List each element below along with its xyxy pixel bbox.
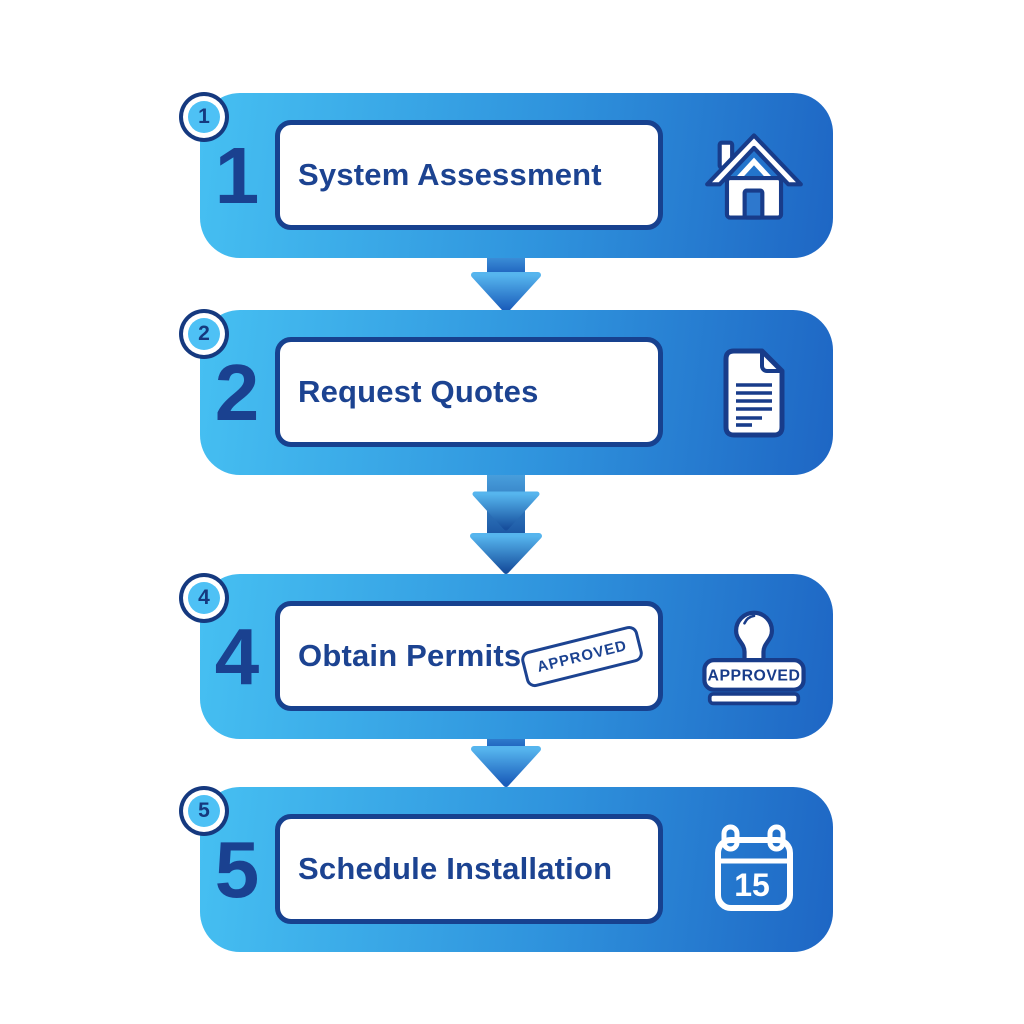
- step-label: Request Quotes: [298, 374, 539, 409]
- step-number: 5: [214, 824, 260, 914]
- step-number: 1: [214, 130, 260, 220]
- step-label-box: Schedule Installation: [275, 814, 663, 924]
- calendar-icon: 15: [694, 805, 814, 935]
- step-badge-number: 4: [198, 586, 210, 609]
- process-step-card-2: 2 2 Request Quotes: [188, 310, 833, 475]
- stamp-icon-label: APPROVED: [708, 667, 801, 684]
- step-badge-number: 5: [198, 799, 210, 822]
- step-badge: 5: [188, 795, 220, 827]
- step-label: System Assessment: [298, 157, 602, 192]
- step-badge: 2: [188, 318, 220, 350]
- approval-stamp-icon: APPROVED: [694, 592, 814, 722]
- step-badge: 4: [188, 582, 220, 614]
- process-step-card-4: 5 5 Schedule Installation 15: [188, 787, 833, 952]
- process-step-card-3: 4 4 Obtain Permits APPROVED APPROVED: [188, 574, 833, 739]
- calendar-day-number: 15: [734, 867, 770, 903]
- house-icon: [694, 111, 814, 241]
- step-label-box: Request Quotes: [275, 337, 663, 447]
- step-label: Schedule Installation: [298, 851, 613, 886]
- approved-stamp-inline: APPROVED: [519, 624, 645, 689]
- step-badge: 1: [188, 101, 220, 133]
- step-badge-number: 2: [198, 322, 210, 345]
- step-number: 2: [214, 347, 260, 437]
- step-badge-number: 1: [198, 105, 210, 128]
- step-number: 4: [214, 611, 260, 701]
- step-label-box: Obtain Permits APPROVED: [275, 601, 663, 711]
- process-step-card-1: 1 1 System Assessment: [188, 93, 833, 258]
- document-icon: [694, 328, 814, 458]
- step-label: Obtain Permits: [298, 638, 522, 673]
- step-label-box: System Assessment: [275, 120, 663, 230]
